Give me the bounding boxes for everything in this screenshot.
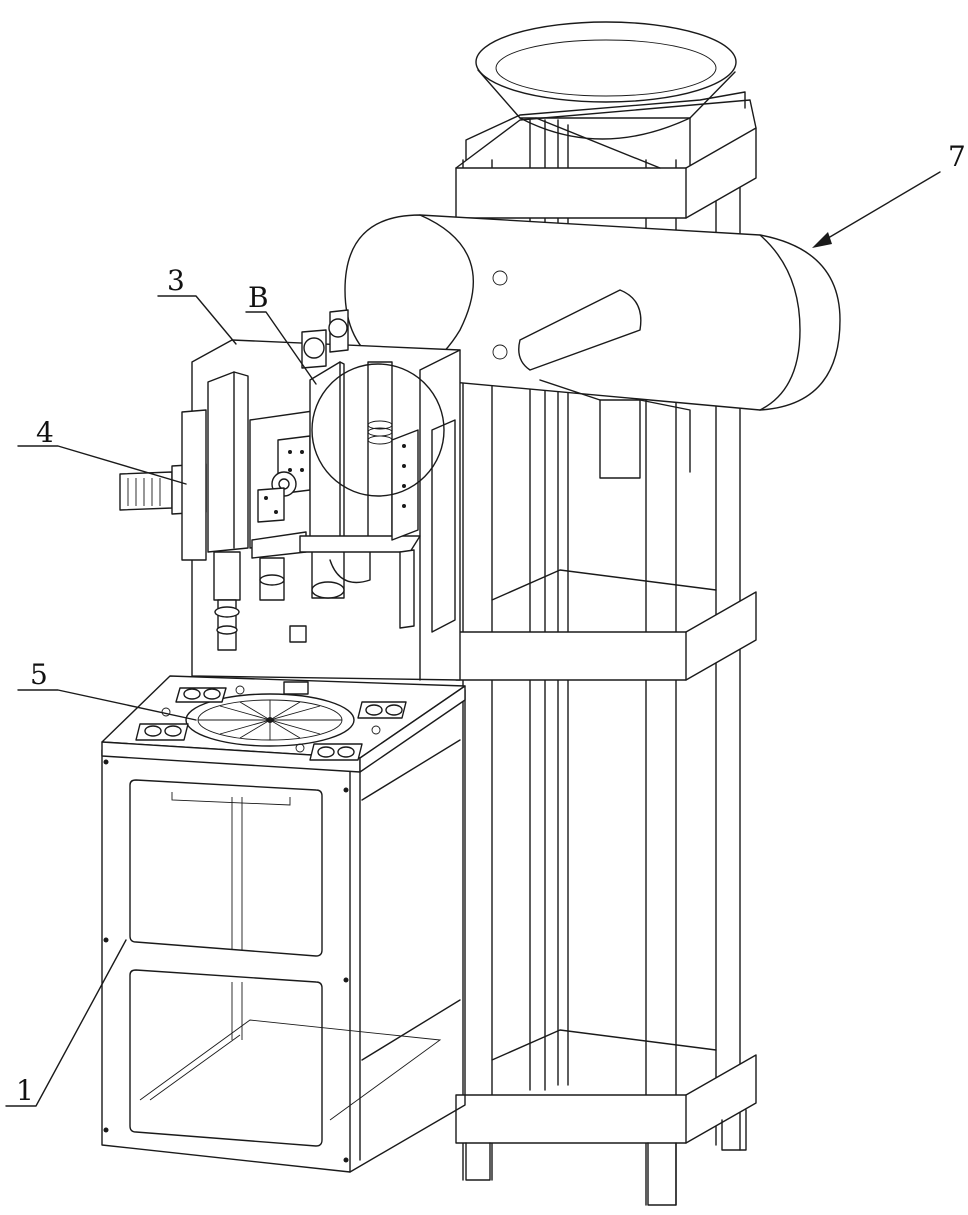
head-assembly [120, 310, 460, 680]
table-top [102, 676, 465, 772]
label-frame: 1 [16, 1074, 34, 1107]
label-cylinder: 4 [36, 416, 54, 449]
label-detail-b: B [248, 281, 269, 314]
label-turntable: 5 [30, 658, 48, 691]
label-feeder: 7 [948, 140, 966, 173]
label-head: 3 [167, 264, 185, 297]
